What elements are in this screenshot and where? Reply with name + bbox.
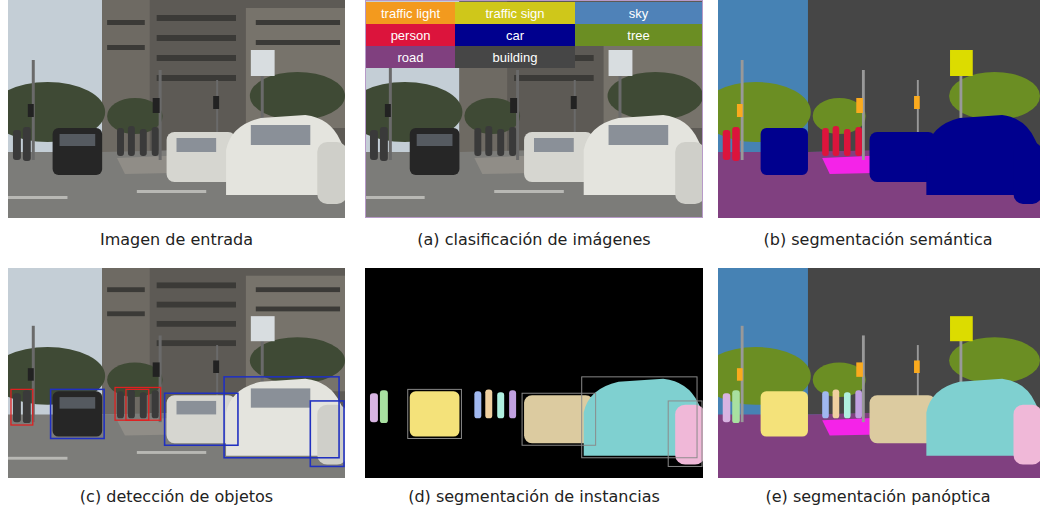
class-swatch: tree bbox=[575, 24, 702, 46]
class-swatch: sky bbox=[575, 2, 702, 24]
panel-caption: (a) clasificación de imágenes bbox=[417, 230, 650, 249]
semantic-map bbox=[718, 0, 1040, 218]
panel-caption: (d) segmentación de instancias bbox=[408, 487, 660, 506]
class-name: person bbox=[391, 28, 431, 43]
panel-caption-box: (e) segmentación panóptica bbox=[710, 487, 1046, 507]
class-name: road bbox=[397, 50, 423, 65]
class-swatch: road bbox=[366, 46, 455, 68]
instance-map bbox=[365, 268, 703, 478]
class-swatch: car bbox=[455, 24, 575, 46]
class-name: tree bbox=[627, 28, 649, 43]
panel-caption: (e) segmentación panóptica bbox=[765, 487, 990, 506]
panel-caption-box: (d) segmentación de instancias bbox=[357, 487, 711, 507]
panel-caption: (c) detección de objetos bbox=[80, 487, 273, 506]
class-name: traffic light bbox=[381, 6, 440, 21]
panel-caption: Imagen de entrada bbox=[100, 230, 253, 249]
panel-caption: (b) segmentación semántica bbox=[764, 230, 993, 249]
class-swatch: traffic light bbox=[366, 2, 455, 24]
panel-caption-box: (b) segmentación semántica bbox=[710, 230, 1046, 250]
class-swatch: building bbox=[455, 46, 575, 68]
panel-caption-box: (c) detección de objetos bbox=[0, 487, 353, 507]
class-name: car bbox=[506, 28, 524, 43]
class-swatch: traffic sign bbox=[455, 2, 575, 24]
panoptic-map bbox=[718, 268, 1040, 478]
class-name: sky bbox=[629, 6, 649, 21]
class-swatch: person bbox=[366, 24, 455, 46]
input-photo bbox=[8, 0, 345, 218]
panel-caption-box: Imagen de entrada bbox=[0, 230, 353, 250]
detection-photo bbox=[8, 268, 345, 478]
class-name: building bbox=[493, 50, 538, 65]
class-name: traffic sign bbox=[485, 6, 544, 21]
panel-caption-box: (a) clasificación de imágenes bbox=[357, 230, 711, 250]
